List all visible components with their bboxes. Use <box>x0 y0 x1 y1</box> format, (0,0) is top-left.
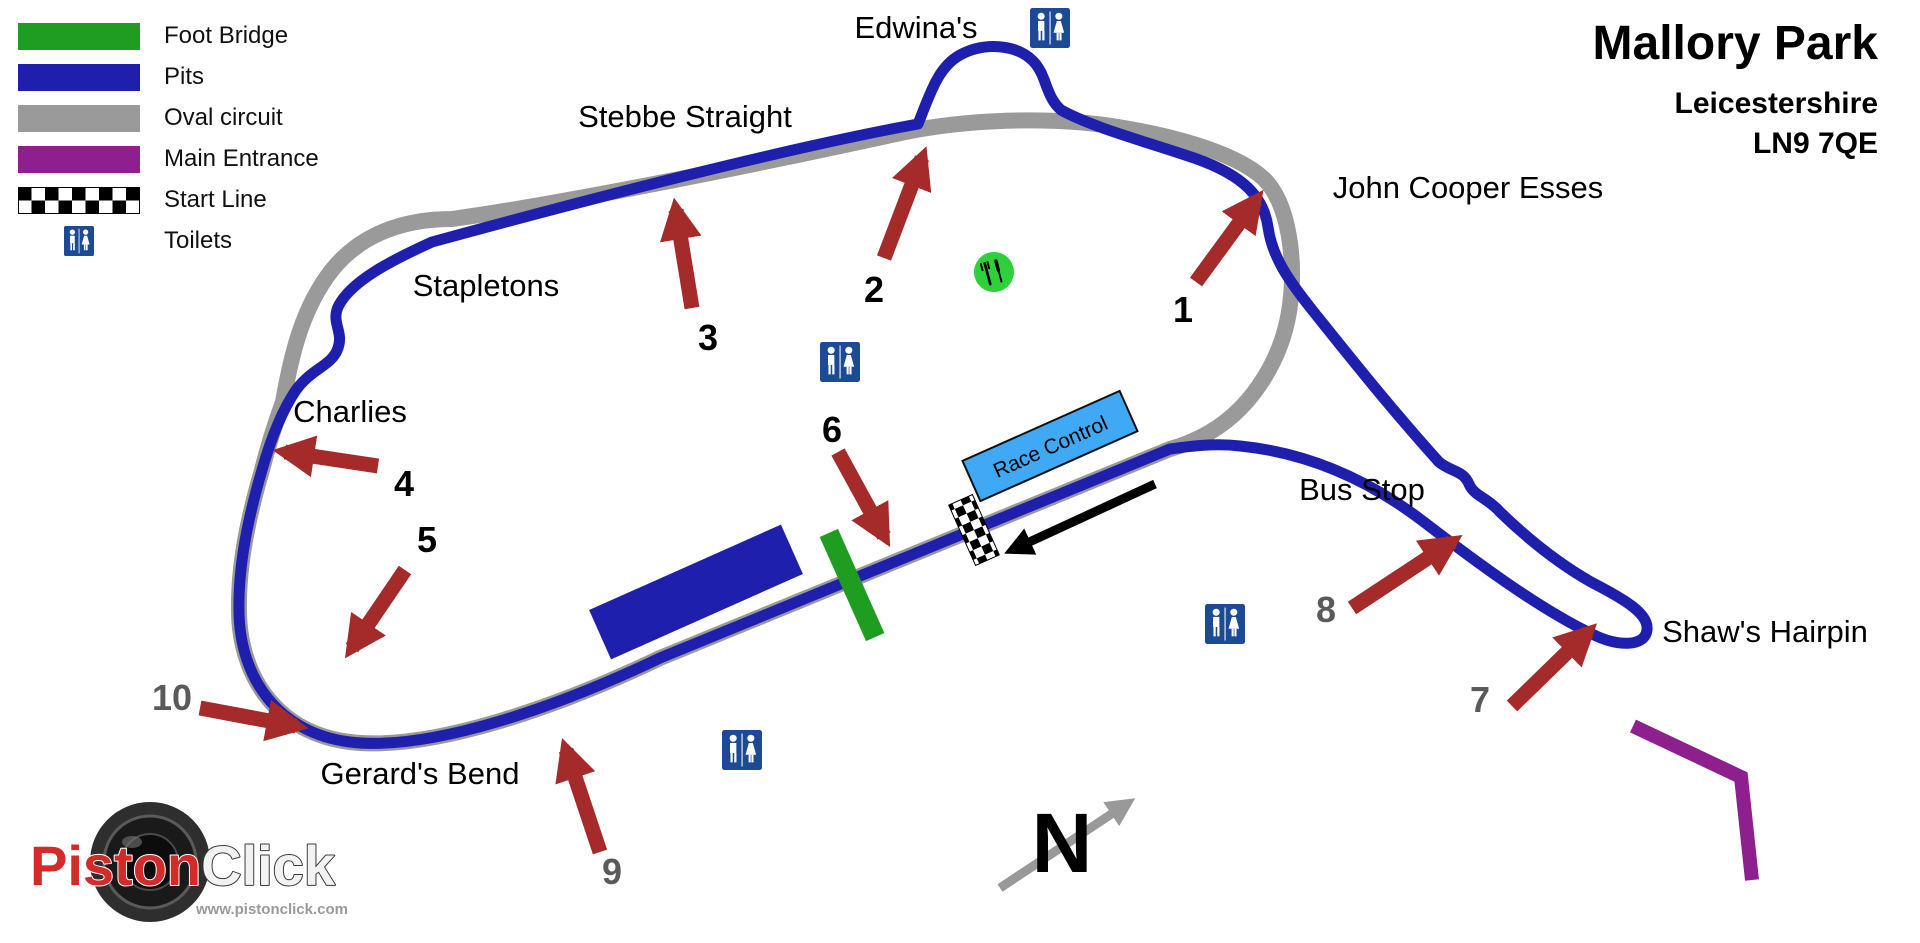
legend-label-pits: Pits <box>164 63 205 90</box>
corner-label-gerards-bend: Gerard's Bend <box>321 756 520 791</box>
foot-bridge-swatch <box>18 22 140 50</box>
legend-label-main-entrance: Main Entrance <box>164 145 319 172</box>
toilet-icon-south <box>722 730 762 770</box>
corner-label-charlies: Charlies <box>293 394 407 429</box>
corner-label-stapletons: Stapletons <box>413 268 560 303</box>
compass-north-arrow <box>997 798 1136 892</box>
legend-label-toilets: Toilets <box>164 227 233 254</box>
legend-label-oval-circuit: Oval circuit <box>164 104 283 131</box>
circuit-region: Leicestershire <box>1674 86 1878 120</box>
viewpoint-number-1: 1 <box>1173 289 1193 330</box>
corner-labels: Edwina's Stebbe Straight John Cooper Ess… <box>293 10 1868 791</box>
legend-item-start-line: Start Line <box>18 186 319 214</box>
spectator-arrow-5 <box>344 565 412 659</box>
toilet-icon-edwinas <box>1030 8 1070 48</box>
viewpoint-number-5: 5 <box>417 519 437 560</box>
legend-label-start-line: Start Line <box>164 186 267 213</box>
compass-north-label: N <box>1032 796 1093 890</box>
viewpoint-numbers: 1 2 3 4 5 6 7 8 9 10 <box>152 269 1490 892</box>
viewpoint-number-3: 3 <box>698 317 718 358</box>
toilet-icon-lake <box>1205 604 1245 644</box>
spectator-arrow-2 <box>876 146 932 261</box>
foot-bridge <box>819 528 885 642</box>
circuit-postcode: LN9 7QE <box>1752 126 1878 160</box>
camera-lens-icon <box>90 802 210 922</box>
circuit-title: Mallory Park <box>1592 17 1878 70</box>
legend-item-main-entrance: Main Entrance <box>18 145 319 173</box>
viewpoint-number-2: 2 <box>864 269 884 310</box>
logo-click: Click <box>201 834 336 897</box>
spectator-arrow-6 <box>831 448 891 548</box>
spectator-arrow-8 <box>1347 535 1463 615</box>
corner-label-stebbe-straight: Stebbe Straight <box>578 99 792 134</box>
spectator-arrow-7 <box>1506 623 1598 712</box>
viewpoint-number-9: 9 <box>602 851 622 892</box>
restaurant-icon <box>974 252 1014 292</box>
start-line-swatch <box>18 186 140 214</box>
corner-label-john-cooper-esses: John Cooper Esses <box>1333 170 1604 205</box>
legend-item-oval-circuit: Oval circuit <box>18 104 319 132</box>
race-circuit-track <box>233 41 1653 749</box>
main-entrance-road <box>1630 719 1759 881</box>
legend-item-toilets: Toilets <box>18 226 319 256</box>
pistonclick-logo: PistonClick www.pistonclick.com <box>29 802 348 922</box>
oval-circuit-swatch <box>18 104 140 132</box>
viewpoint-number-8: 8 <box>1316 589 1336 630</box>
spectator-arrow-10 <box>198 699 309 742</box>
main-entrance-swatch <box>18 145 140 173</box>
legend: Foot Bridge Pits Oval circuit Main Entra… <box>18 22 319 256</box>
legend-label-foot-bridge: Foot Bridge <box>164 22 289 49</box>
toilet-icon-legend <box>64 226 94 256</box>
legend-item-foot-bridge: Foot Bridge <box>18 22 319 50</box>
pits-area <box>589 524 803 660</box>
spectator-arrow-4 <box>272 435 380 478</box>
spectator-arrow-1 <box>1189 189 1264 287</box>
start-line <box>948 493 1000 567</box>
spectator-arrow-9 <box>555 738 608 855</box>
viewpoint-number-4: 4 <box>394 463 414 504</box>
compass: N <box>997 796 1136 892</box>
spectator-arrows <box>198 146 1598 855</box>
viewpoint-number-7: 7 <box>1470 679 1490 720</box>
spectator-arrow-3 <box>660 197 702 310</box>
logo-piston: Piston <box>30 834 201 897</box>
title-block: Mallory Park Leicestershire LN9 7QE <box>1592 17 1878 161</box>
viewpoint-number-6: 6 <box>822 409 842 450</box>
logo-text: PistonClick <box>30 834 336 897</box>
corner-label-edwinas: Edwina's <box>854 10 977 45</box>
corner-label-bus-stop: Bus Stop <box>1299 472 1425 507</box>
race-control: Race Control <box>961 389 1139 503</box>
pits-swatch <box>18 63 140 91</box>
corner-label-shaws-hairpin: Shaw's Hairpin <box>1662 614 1868 649</box>
direction-arrow <box>1004 479 1157 555</box>
toilet-icon-infield <box>820 342 860 382</box>
race-control-box <box>961 389 1139 503</box>
legend-item-pits: Pits <box>18 63 319 91</box>
logo-url: www.pistonclick.com <box>195 901 348 918</box>
viewpoint-number-10: 10 <box>152 677 192 718</box>
